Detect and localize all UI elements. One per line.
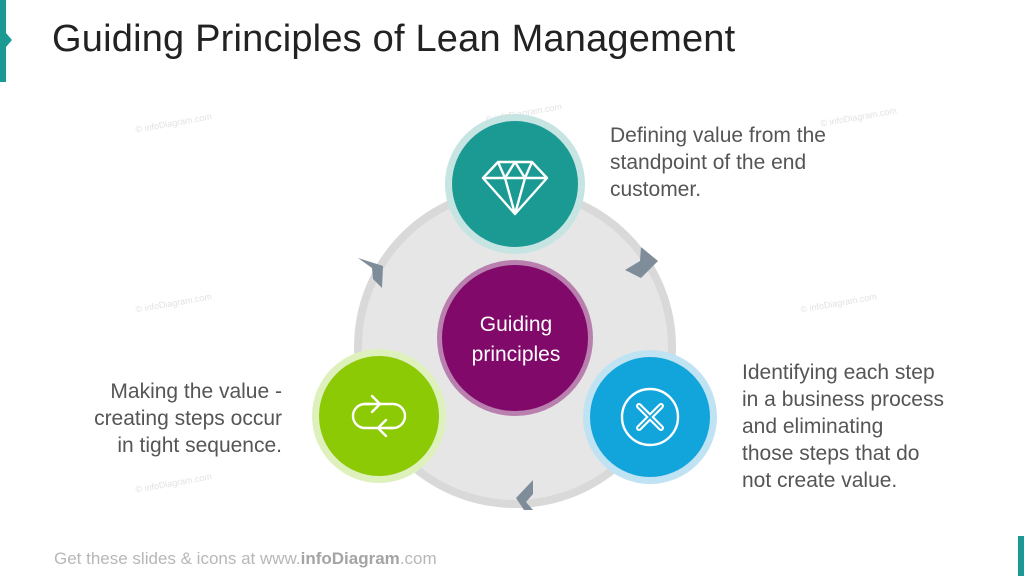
center-node xyxy=(437,260,593,416)
page-title: Guiding Principles of Lean Management xyxy=(52,18,736,60)
cycle-arrow-icon xyxy=(625,247,658,278)
footer-credit: Get these slides & icons at www.infoDiag… xyxy=(54,549,437,568)
loop-arrows-icon xyxy=(351,394,407,438)
center-label: Guiding principles xyxy=(442,310,590,370)
principle-node-sequence xyxy=(312,349,446,483)
principle-text-sequence: Making the value - creating steps occur … xyxy=(94,380,282,457)
principle-text-eliminate: Identifying each step in a business proc… xyxy=(742,361,944,492)
diamond-icon xyxy=(481,160,549,216)
cycle-arrow-icon xyxy=(358,258,383,288)
principle-node-value xyxy=(445,114,585,254)
footer-brand: infoDiagram xyxy=(300,549,400,568)
principle-text-value: Defining value from the standpoint of th… xyxy=(610,124,826,201)
cycle-arrow-icon xyxy=(516,480,533,510)
accent-notch xyxy=(6,33,12,47)
accent-bar-left xyxy=(0,0,6,82)
center-label-line1: Guiding xyxy=(479,313,553,336)
principle-node-eliminate xyxy=(583,350,717,484)
accent-bar-right xyxy=(1018,536,1024,576)
center-label-line2: principles xyxy=(471,343,561,366)
